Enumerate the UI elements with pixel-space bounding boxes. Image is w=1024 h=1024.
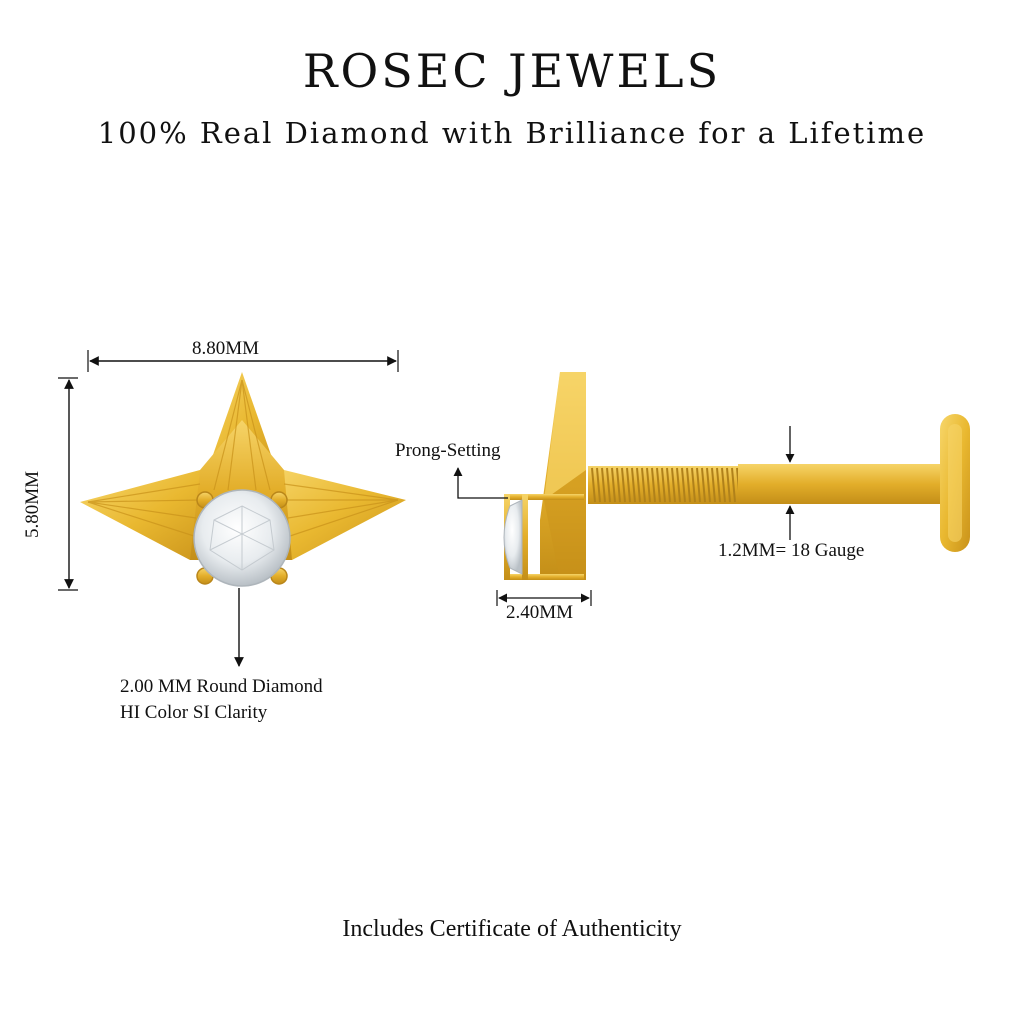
stone-label-line1: 2.00 MM Round Diamond: [120, 676, 323, 697]
thread-groove: [636, 467, 641, 503]
thread-groove: [721, 467, 726, 503]
stone-depth-dimension: [496, 590, 592, 606]
thread-groove: [671, 467, 676, 503]
thread-groove: [706, 467, 711, 503]
thread-groove: [641, 467, 646, 503]
brand-title: ROSEC JEWELS: [302, 44, 722, 98]
thread-groove: [716, 467, 721, 503]
gauge-label: 1.2MM= 18 Gauge: [718, 540, 865, 561]
smooth-post: [738, 464, 948, 504]
stone-depth-label: 2.40MM: [506, 602, 574, 623]
width-label: 8.80MM: [192, 338, 260, 359]
diamond-facets: [209, 505, 275, 571]
thread-groove: [696, 467, 701, 503]
height-label: 5.80MM: [22, 470, 43, 538]
front-view-earring: [80, 372, 406, 587]
thread-groove: [726, 467, 731, 503]
side-diamond: [503, 499, 523, 575]
thread-groove: [631, 467, 636, 503]
thread-groove: [601, 467, 606, 503]
side-view-earring: [503, 372, 970, 580]
thread-groove: [646, 467, 651, 503]
thread-groove: [676, 467, 681, 503]
width-dimension: [87, 350, 399, 372]
thread-groove: [621, 467, 626, 503]
thread-groove: [691, 467, 696, 503]
thread-groove: [731, 467, 736, 503]
star-fluting-lines: [87, 379, 399, 537]
thread-groove: [616, 467, 621, 503]
thread-groove: [591, 467, 596, 503]
prong-setting-label: Prong-Setting: [395, 440, 501, 461]
thread-groove: [611, 467, 616, 503]
height-dimension: [58, 377, 78, 591]
stone-label-line2: HI Color SI Clarity: [120, 702, 268, 723]
star-left-wing: [80, 470, 218, 560]
prong-setting-pointer: [453, 467, 508, 499]
thread-groove: [656, 467, 661, 503]
thread-groove: [651, 467, 656, 503]
thread-groove: [626, 467, 631, 503]
thread-groove: [711, 467, 716, 503]
thread-groove: [701, 467, 706, 503]
thread-groove: [596, 467, 601, 503]
thread-groove: [606, 467, 611, 503]
certificate-note: Includes Certificate of Authenticity: [342, 916, 682, 942]
thread-groove: [666, 467, 671, 503]
thread-groove: [686, 467, 691, 503]
thread-groove: [681, 467, 686, 503]
thread-groove: [661, 467, 666, 503]
brand-tagline: 100% Real Diamond with Brilliance for a …: [97, 116, 927, 150]
star-right-wing: [266, 470, 406, 560]
thread-lines: [591, 467, 741, 503]
